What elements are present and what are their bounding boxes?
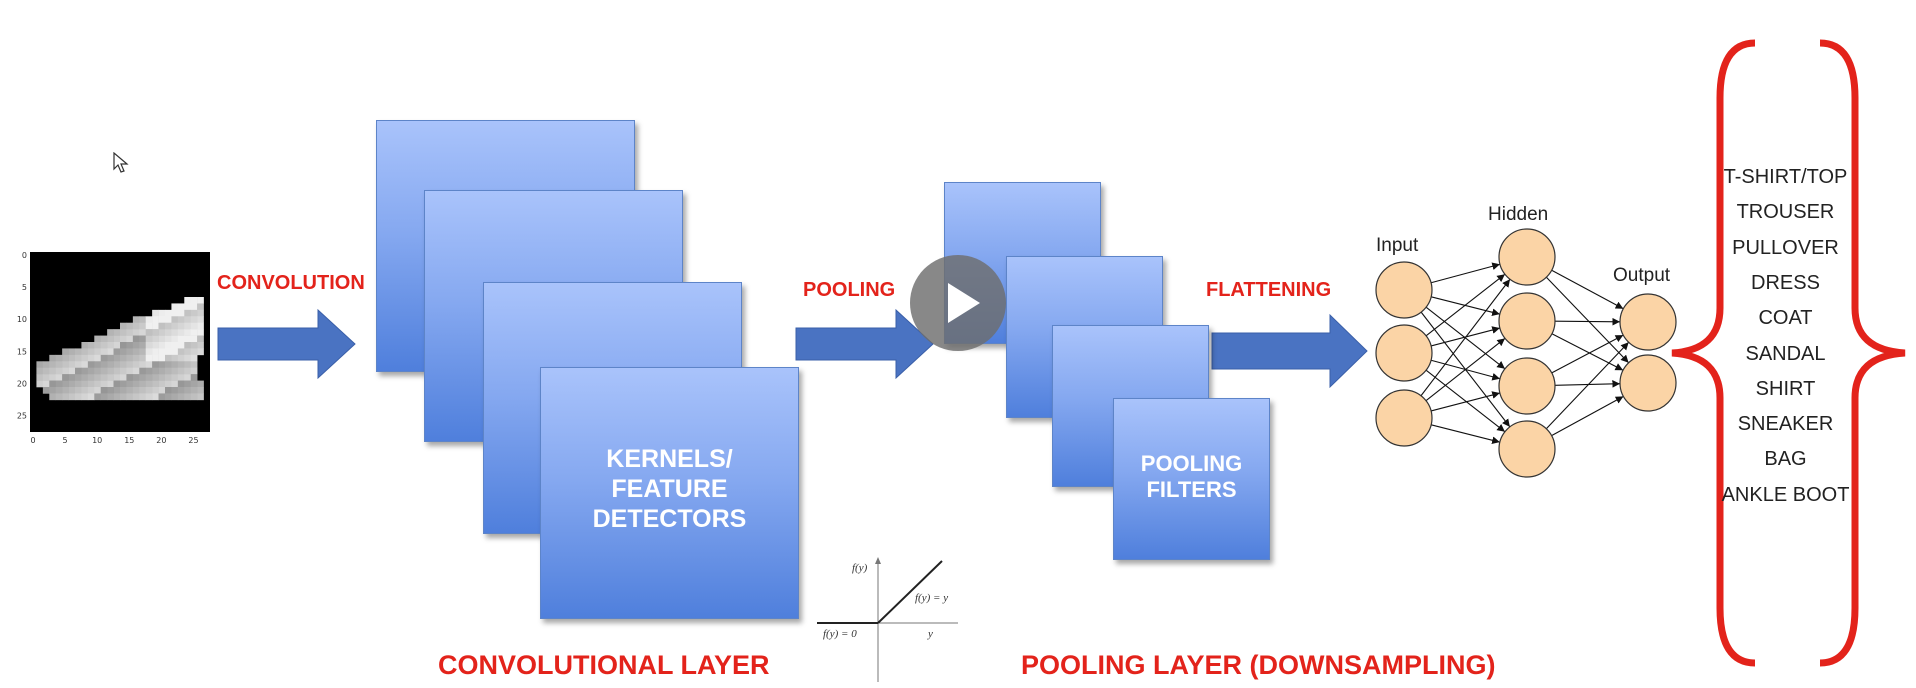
x-tick-label: 20 (156, 436, 166, 445)
nn-connection (1551, 334, 1624, 374)
class-item: DRESS (1751, 271, 1820, 294)
output-node (1619, 293, 1677, 351)
hidden-layer-label: Hidden (1488, 204, 1549, 225)
x-tick-label: 0 (30, 436, 35, 445)
input-layer-label: Input (1376, 235, 1419, 256)
x-tick-label: 5 (63, 436, 68, 445)
pooling-filters-line-2: FILTERS (1146, 477, 1237, 503)
nn-connection (1420, 278, 1511, 397)
relu-y-axis-label: f(y) (852, 562, 868, 574)
kernels-line-3: DETECTORS (592, 505, 747, 533)
nn-connection (1425, 369, 1506, 433)
output-brace (1671, 39, 1906, 667)
kernels-box: KERNELS/ FEATURE DETECTORS (540, 367, 799, 619)
nn-connection (1425, 337, 1506, 402)
nn-connection (1554, 380, 1621, 388)
kernels-line-2: FEATURE (611, 475, 728, 503)
nn-connection (1431, 424, 1500, 445)
flattening-label: FLATTENING (1206, 279, 1332, 301)
x-tick-label: 25 (188, 436, 198, 445)
class-item: T-SHIRT/TOP (1723, 166, 1848, 188)
relu-left-formula: f(y) = 0 (823, 628, 857, 640)
nn-connection (1545, 276, 1630, 364)
nn-connection (1425, 273, 1506, 337)
nn-connection (1430, 262, 1501, 284)
y-tick-label: 15 (17, 347, 27, 356)
relu-plot: f(y) f(y) = y f(y) = 0 y (812, 555, 962, 683)
class-item: BAG (1764, 448, 1807, 471)
input-node (1375, 389, 1433, 447)
nn-connection (1545, 341, 1630, 430)
class-item: SHIRT (1755, 377, 1816, 400)
pooling-arrow (795, 308, 934, 380)
class-item: ANKLE BOOT (1721, 483, 1850, 506)
input-node (1375, 324, 1433, 382)
output-layer-label: Output (1613, 265, 1671, 286)
y-tick-label: 0 (22, 251, 27, 260)
class-item: COAT (1758, 307, 1813, 330)
x-tick-label: 10 (92, 436, 102, 445)
hidden-node (1498, 420, 1556, 478)
relu-right-formula: f(y) = y (915, 592, 949, 604)
video-play-button[interactable] (910, 255, 1006, 351)
y-tick-label: 5 (22, 283, 27, 292)
class-item: TROUSER (1736, 201, 1835, 224)
class-item: SNEAKER (1737, 413, 1834, 436)
relu-x-axis-label: y (928, 628, 933, 640)
class-item: PULLOVER (1732, 236, 1839, 259)
pooling-layer-label: POOLING LAYER (DOWNSAMPLING) (1021, 650, 1496, 680)
nn-connection (1430, 391, 1501, 412)
pooling-filters-box: POOLING FILTERS (1113, 398, 1270, 560)
class-item: SANDAL (1745, 342, 1826, 365)
pooling-label: POOLING (803, 279, 896, 301)
nn-connection (1551, 269, 1624, 310)
hidden-node (1498, 292, 1556, 350)
output-node (1619, 354, 1677, 412)
nn-connection (1554, 317, 1621, 326)
mouse-cursor-icon (113, 152, 129, 173)
pooling-filters-line-1: POOLING (1140, 451, 1243, 476)
x-tick-label: 15 (124, 436, 134, 445)
kernels-line-1: KERNELS/ (606, 445, 733, 473)
play-icon (948, 283, 980, 323)
convolutional-layer-label: CONVOLUTIONAL LAYER (438, 650, 770, 680)
convolution-label: CONVOLUTION (217, 272, 365, 294)
y-tick-label: 10 (17, 315, 27, 324)
nn-connection (1551, 333, 1624, 371)
flattening-arrow (1211, 313, 1368, 389)
nn-connection (1551, 395, 1624, 437)
convolution-arrow (217, 308, 356, 380)
hidden-node (1498, 357, 1556, 415)
y-tick-label: 25 (17, 412, 27, 421)
input-image: 0 5 10 15 20 25 0 5 10 15 20 25 (10, 245, 210, 445)
y-tick-label: 20 (17, 379, 27, 388)
hidden-node (1498, 228, 1556, 286)
boot-image-plot: 0 5 10 15 20 25 0 5 10 15 20 25 (17, 251, 210, 445)
input-node (1375, 261, 1433, 319)
